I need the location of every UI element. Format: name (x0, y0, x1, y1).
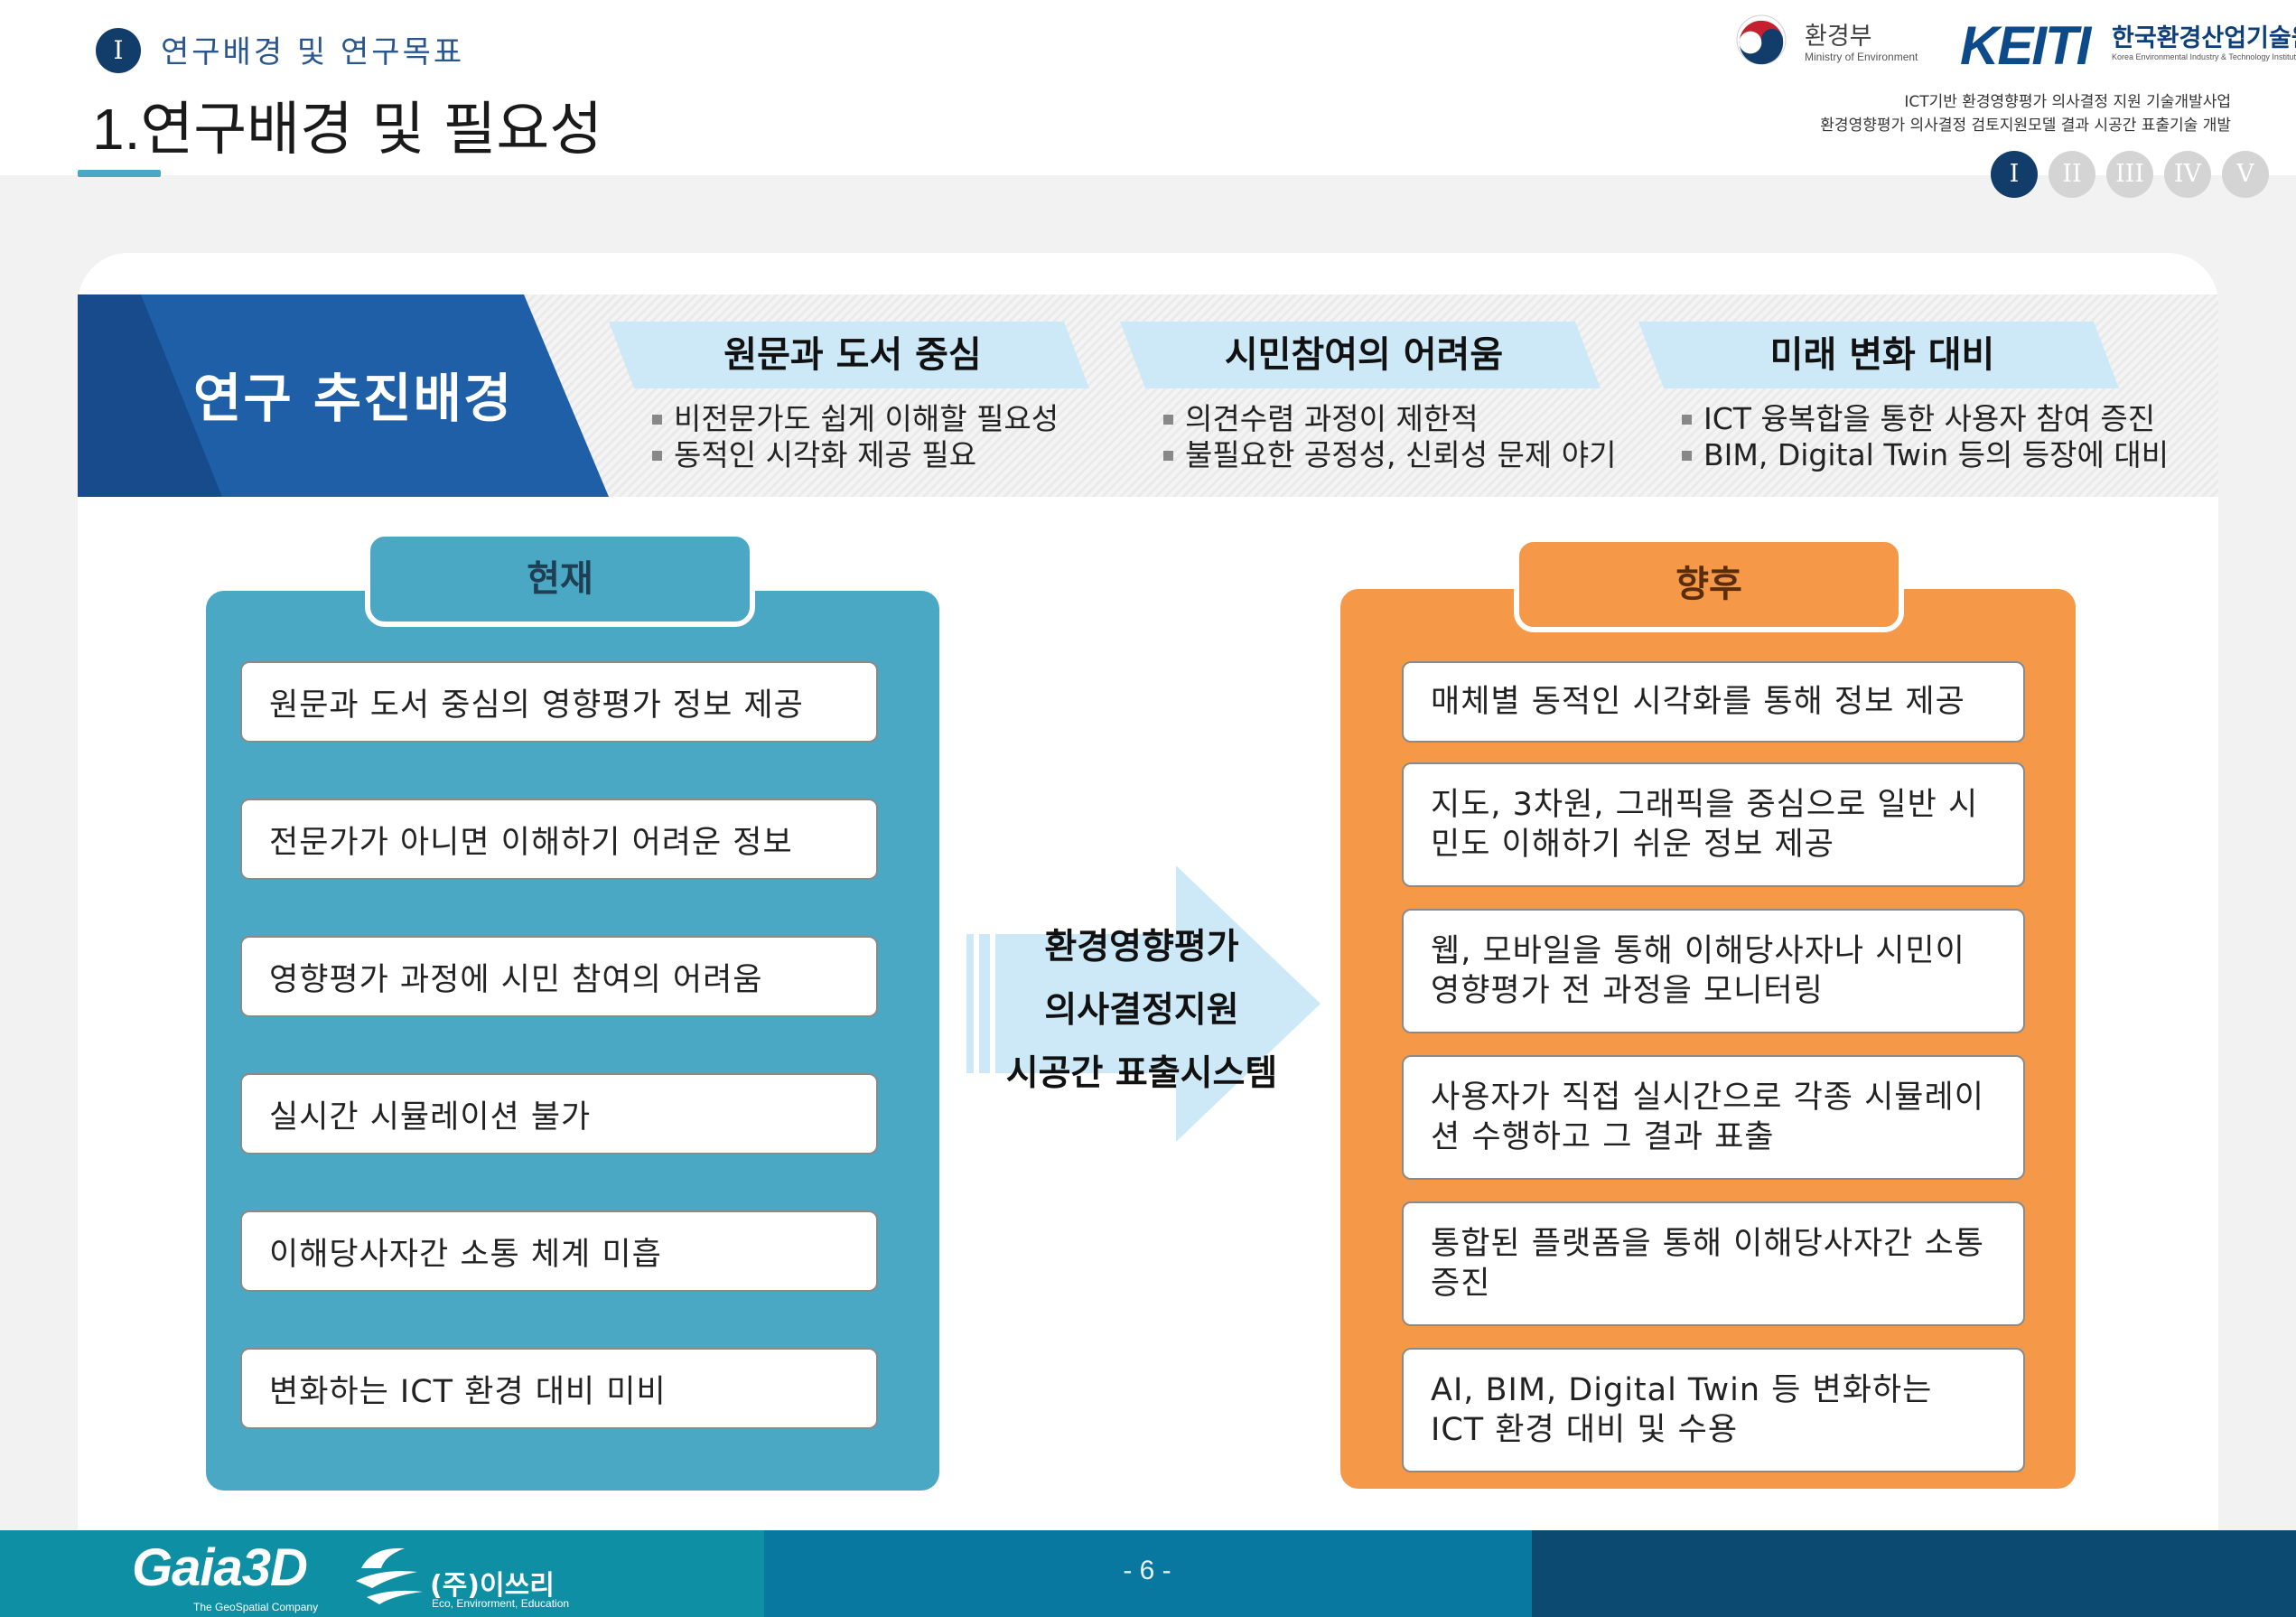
background-bullet: 불필요한 공정성, 신뢰성 문제 야기 (1163, 437, 1617, 473)
transition-arrow-icon (966, 865, 1321, 1142)
header-shape (1638, 322, 2119, 388)
current-item: 영향평가 과정에 시민 참여의 어려움 (240, 936, 878, 1017)
current-item: 이해당사자간 소통 체계 미흡 (240, 1210, 878, 1292)
keiti-subtitle: Korea Environmental Industry & Technolog… (2112, 52, 2296, 61)
current-item: 원문과 도서 중심의 영향평가 정보 제공 (240, 661, 878, 743)
future-item: AI, BIM, Digital Twin 등 변화하는 ICT 환경 대비 및… (1402, 1348, 2025, 1472)
title-underline (78, 170, 161, 177)
background-bullets: ICT 융복합을 통한 사용자 참여 증진 BIM, Digital Twin … (1638, 401, 2169, 473)
background-column-header: 원문과 도서 중심 (609, 322, 1097, 388)
background-column-title: 미래 변화 대비 (1769, 334, 1995, 376)
current-item: 전문가가 아니면 이해하기 어려운 정보 (240, 799, 878, 880)
keiti-mark: KEITI (1960, 15, 2091, 76)
background-column-title: 원문과 도서 중심 (723, 334, 982, 376)
background-column-2: 시민참여의 어려움 의견수렴 과정이 제한적 불필요한 공정성, 신뢰성 문제 … (1120, 322, 1617, 473)
esr-logo-icon (356, 1547, 423, 1604)
keiti-logo: KEITI 한국환경산업기술원 Korea Environmental Indu… (1960, 13, 2296, 76)
banner-label: 연구 추진배경 (193, 368, 514, 429)
footer-band-middle (764, 1530, 1532, 1617)
background-column-header: 시민참여의 어려움 (1120, 322, 1608, 388)
title-text: 연구배경 및 필요성 (140, 97, 603, 164)
current-tab: 현재 (365, 531, 755, 627)
current-item: 실시간 시뮬레이션 불가 (240, 1073, 878, 1154)
background-bullet: 동적인 시각화 제공 필요 (652, 437, 1097, 473)
nav-section-2[interactable]: II (2049, 151, 2095, 198)
background-column-title: 시민참여의 어려움 (1224, 334, 1504, 376)
nav-section-1[interactable]: I (1991, 151, 2038, 198)
future-item: 사용자가 직접 실시간으로 각종 시뮬레이션 수행하고 그 결과 표출 (1402, 1055, 2025, 1180)
future-item: 웹, 모바일을 통해 이해당사자나 시민이 영향평가 전 과정을 모니터링 (1402, 909, 2025, 1033)
future-item: 지도, 3차원, 그래픽을 중심으로 일반 시민도 이해하기 쉬운 정보 제공 (1402, 762, 2025, 887)
center-line-3: 시공간 표출시스템 (1005, 1053, 1278, 1094)
background-bullet: ICT 융복합을 통한 사용자 참여 증진 (1682, 401, 2155, 437)
nav-section-5[interactable]: V (2222, 151, 2269, 198)
center-line-2: 의사결정지원 (1044, 990, 1239, 1031)
current-item: 변화하는 ICT 환경 대비 미비 (240, 1348, 878, 1429)
gaia3d-logo: Gaia3D (132, 1538, 308, 1597)
moe-name: 환경부 (1805, 23, 1872, 51)
footer-band-right (1532, 1530, 2296, 1617)
esr-subtitle: Eco, Envirorment, Education (432, 1597, 570, 1610)
esr-company-name: (주)이쓰리 (430, 1570, 555, 1602)
header-shape (609, 322, 1089, 388)
project-line-1: ICT기반 환경영향평가 의사결정 지원 기술개발사업 (1904, 93, 2231, 111)
background-bullet: 비전문가도 쉽게 이해할 필요성 (652, 401, 1097, 437)
header-shape (1120, 322, 1601, 388)
background-column-1: 원문과 도서 중심 비전문가도 쉽게 이해할 필요성 동적인 시각화 제공 필요 (609, 322, 1097, 473)
future-item: 통합된 플랫폼을 통해 이해당사자간 소통 증진 (1402, 1201, 2025, 1326)
background-column-header: 미래 변화 대비 (1638, 322, 2126, 388)
project-line-2: 환경영향평가 의사결정 검토지원모델 결과 시공간 표출기술 개발 (1820, 117, 2231, 135)
background-column-3: 미래 변화 대비 ICT 융복합을 통한 사용자 참여 증진 BIM, Digi… (1638, 322, 2169, 473)
moe-logo: 환경부 Ministry of Environment (1734, 13, 1942, 67)
center-line-1: 환경영향평가 (1044, 927, 1239, 967)
section-title: 연구배경 및 연구목표 (161, 34, 465, 70)
page-number: - 6 - (1123, 1556, 1171, 1585)
background-bullets: 비전문가도 쉽게 이해할 필요성 동적인 시각화 제공 필요 (609, 401, 1097, 473)
page-footer: Gaia3D The GeoSpatial Company (주)이쓰리 Eco… (0, 1530, 2296, 1617)
page-header: I 연구배경 및 연구목표 1.연구배경 및 필요성 환경부 Ministry … (0, 0, 2296, 198)
taegeuk-icon (1736, 14, 1787, 65)
page-title: 1.연구배경 및 필요성 (92, 83, 602, 166)
keiti-name: 한국환경산업기술원 (2112, 24, 2296, 52)
future-tab: 향후 (1514, 537, 1904, 632)
future-item: 매체별 동적인 시각화를 통해 정보 제공 (1402, 661, 2025, 743)
background-bullet: BIM, Digital Twin 등의 등장에 대비 (1682, 437, 2169, 473)
background-bullets: 의견수렴 과정이 제한적 불필요한 공정성, 신뢰성 문제 야기 (1120, 401, 1617, 473)
nav-section-3[interactable]: III (2106, 151, 2153, 198)
gaia3d-subtitle: The GeoSpatial Company (193, 1601, 319, 1613)
center-system-label: 환경영향평가 의사결정지원 시공간 표출시스템 (970, 916, 1313, 1106)
section-nav: I II III IV V (1991, 151, 2269, 198)
banner-label-shape (78, 294, 609, 497)
nav-section-4[interactable]: IV (2164, 151, 2211, 198)
background-bullet: 의견수렴 과정이 제한적 (1163, 401, 1608, 437)
title-number: 1. (92, 97, 141, 162)
moe-subtitle: Ministry of Environment (1805, 51, 1918, 63)
section-badge: I (96, 28, 141, 73)
